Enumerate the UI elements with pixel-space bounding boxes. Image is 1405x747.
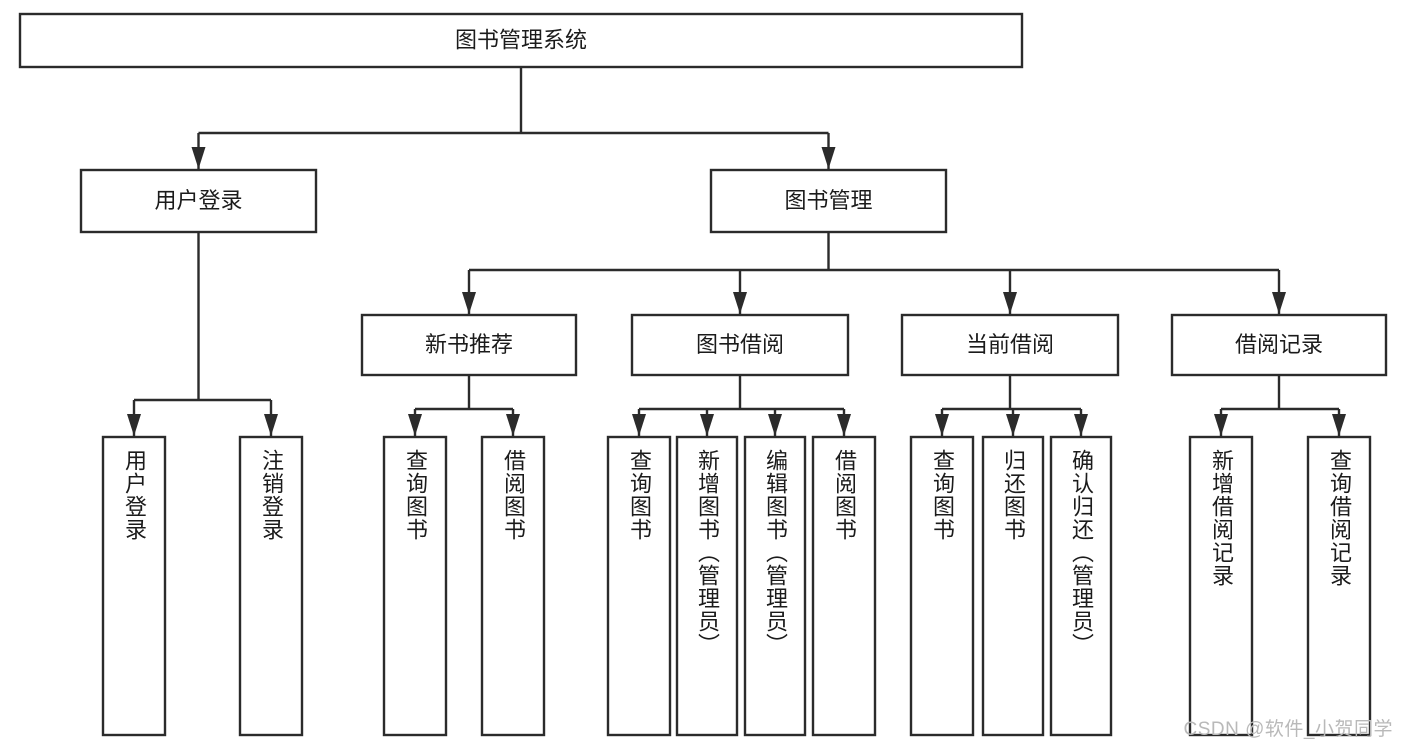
arrow-head-icon bbox=[264, 414, 278, 436]
node-box-borrow-edit-book[interactable] bbox=[743, 435, 807, 737]
node-box-book-manage[interactable] bbox=[709, 168, 948, 234]
node-box-title[interactable] bbox=[18, 12, 1024, 69]
node-box-new-book-rec[interactable] bbox=[360, 313, 578, 377]
arrow-head-icon bbox=[1003, 292, 1017, 314]
node-box-borrow-query-book[interactable] bbox=[606, 435, 672, 737]
node-box-rec-query-book[interactable] bbox=[382, 435, 448, 737]
arrow-head-icon bbox=[632, 414, 646, 436]
arrow-head-icon bbox=[1006, 414, 1020, 436]
arrow-head-icon bbox=[191, 147, 206, 169]
node-box-rec-query-record[interactable] bbox=[1306, 435, 1372, 737]
node-label-user-login: 用户登录 bbox=[154, 188, 242, 213]
node-box-user-login[interactable] bbox=[79, 168, 318, 234]
arrow-head-icon bbox=[127, 414, 141, 436]
node-box-user-login-do[interactable] bbox=[101, 435, 167, 737]
node-box-rec-add-record[interactable] bbox=[1188, 435, 1254, 737]
watermark-text: CSDN @软件_小贺同学 bbox=[1183, 719, 1393, 740]
node-box-rec-borrow-book[interactable] bbox=[480, 435, 546, 737]
edges-layer bbox=[127, 67, 1346, 436]
node-box-borrow-add-book[interactable] bbox=[675, 435, 739, 737]
node-box-current-borrow[interactable] bbox=[900, 313, 1120, 377]
node-label-current-borrow: 当前借阅 bbox=[966, 332, 1054, 357]
arrow-head-icon bbox=[462, 292, 476, 314]
arrow-head-icon bbox=[1074, 414, 1088, 436]
arrow-head-icon bbox=[1214, 414, 1228, 436]
node-box-book-borrow[interactable] bbox=[630, 313, 850, 377]
node-box-cur-return-book[interactable] bbox=[981, 435, 1045, 737]
arrow-head-icon bbox=[700, 414, 714, 436]
node-label-title: 图书管理系统 bbox=[455, 27, 587, 52]
node-label-book-borrow: 图书借阅 bbox=[696, 332, 784, 357]
arrow-head-icon bbox=[1272, 292, 1286, 314]
node-label-borrow-record: 借阅记录 bbox=[1235, 332, 1323, 357]
node-box-cur-query-book[interactable] bbox=[909, 435, 975, 737]
node-box-user-logout[interactable] bbox=[238, 435, 304, 737]
arrow-head-icon bbox=[506, 414, 520, 436]
arrow-head-icon bbox=[821, 147, 836, 169]
node-label-new-book-rec: 新书推荐 bbox=[425, 332, 513, 357]
node-box-borrow-record[interactable] bbox=[1170, 313, 1388, 377]
arrow-head-icon bbox=[837, 414, 851, 436]
arrow-head-icon bbox=[408, 414, 422, 436]
arrow-head-icon bbox=[768, 414, 782, 436]
arrow-head-icon bbox=[935, 414, 949, 436]
node-label-book-manage: 图书管理 bbox=[784, 188, 872, 213]
node-box-borrow-do-book[interactable] bbox=[811, 435, 877, 737]
arrow-head-icon bbox=[1332, 414, 1346, 436]
node-box-cur-confirm-return[interactable] bbox=[1049, 435, 1113, 737]
arrow-head-icon bbox=[733, 292, 747, 314]
